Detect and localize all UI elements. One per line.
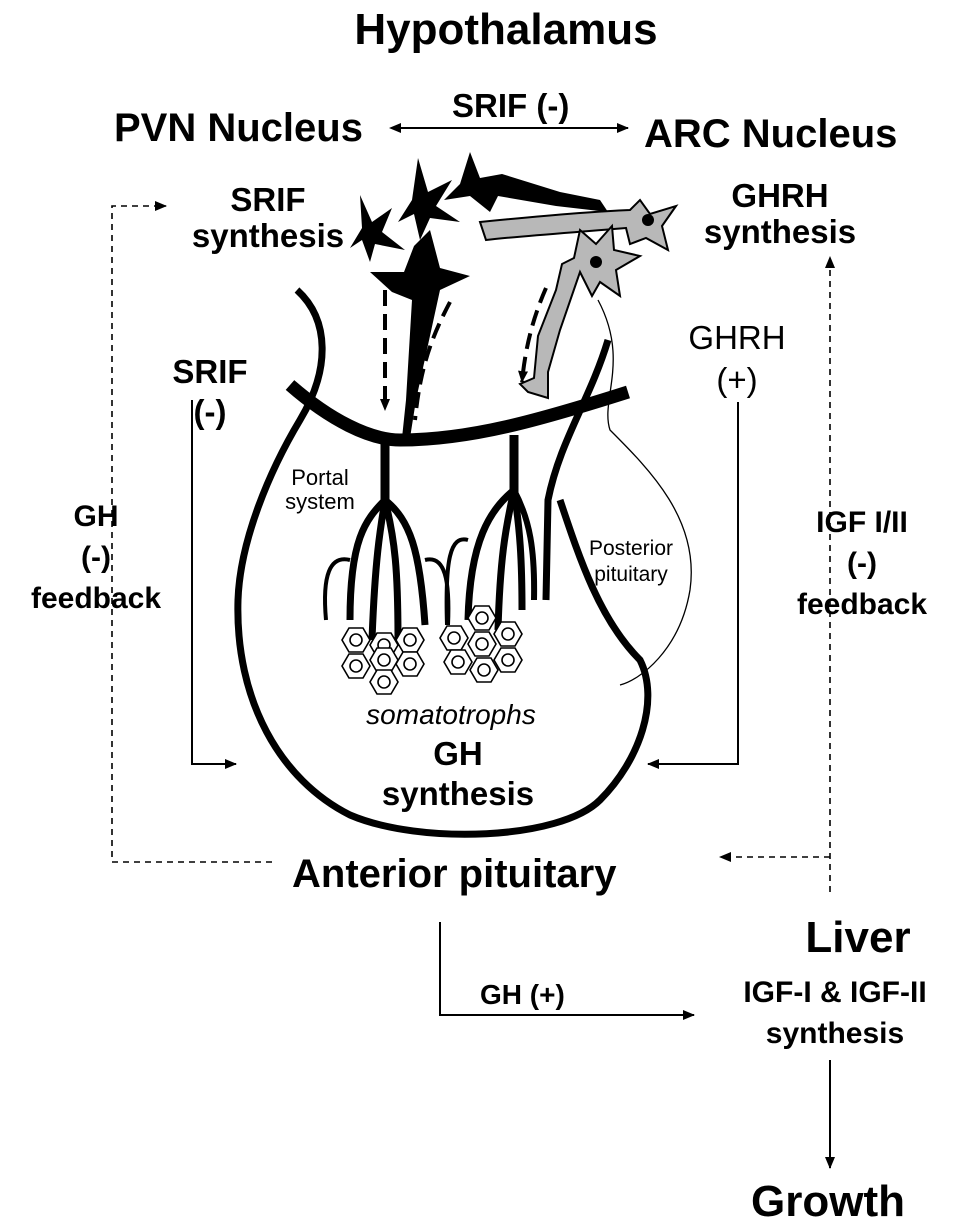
igf-feedback-line-3: feedback [768, 588, 955, 621]
posterior-pituitary-label: Posterior pituitary [566, 537, 696, 586]
gh-synthesis-line-2: synthesis [358, 776, 558, 812]
igf-feedback-line-1: IGF I/II [768, 506, 955, 539]
gh-synthesis-label: GH synthesis [358, 736, 558, 813]
portal-system-line-2: system [270, 490, 370, 514]
srif-synthesis-label: SRIF synthesis [178, 182, 358, 255]
growth-label: Growth [738, 1178, 918, 1226]
ghrh-stimulate-line-1: GHRH [672, 320, 802, 356]
srif-between-label: SRIF (-) [452, 88, 569, 124]
primary-capillary-plexus [290, 385, 628, 440]
ghrh-stimulate-label: GHRH (+) [672, 320, 802, 399]
gh-synthesis-line-1: GH [358, 736, 558, 772]
srif-inhibit-label: SRIF (-) [160, 354, 260, 431]
somatotrophs-label: somatotrophs [336, 700, 566, 731]
gh-feedback-label: GH (-) feedback [6, 500, 186, 615]
gh-to-liver-arrow [440, 922, 694, 1015]
srif-synthesis-line-2: synthesis [178, 218, 358, 254]
pvn-nucleus-label: PVN Nucleus [114, 106, 363, 150]
gh-feedback-line-1: GH [6, 500, 186, 533]
ghrh-synthesis-line-2: synthesis [690, 214, 870, 250]
ghrh-neuron-nucleus [590, 256, 602, 268]
hypothalamus-title: Hypothalamus [336, 6, 676, 54]
srif-synthesis-line-1: SRIF [178, 182, 358, 218]
arc-nucleus-label: ARC Nucleus [644, 112, 897, 156]
igf-feedback-label: IGF I/II (-) feedback [768, 506, 955, 621]
srif-inhibit-line-1: SRIF [160, 354, 260, 390]
ghrh-synthesis-label: GHRH synthesis [690, 178, 870, 251]
portal-system-line-1: Portal [270, 466, 370, 490]
gh-plus-label: GH (+) [480, 980, 565, 1011]
gh-feedback-line-2: (-) [6, 541, 186, 574]
ghrh-stimulate-line-2: (+) [672, 362, 802, 398]
gh-feedback-line-3: feedback [6, 582, 186, 615]
srif-inhibit-line-2: (-) [160, 394, 260, 430]
liver-label: Liver [788, 914, 928, 962]
somatotroph-cells [342, 606, 522, 694]
igf-feedback-line-2: (-) [768, 547, 955, 580]
portal-vessels-right [447, 435, 535, 630]
igf-synthesis-line-1: IGF-I & IGF-II [716, 976, 954, 1009]
anterior-pituitary-label: Anterior pituitary [292, 852, 616, 896]
ghrh-neurons [480, 200, 676, 398]
igf-synthesis-line-2: synthesis [716, 1017, 954, 1050]
srif-inhibition-arrow [192, 400, 236, 764]
igf-synthesis-label: IGF-I & IGF-II synthesis [716, 976, 954, 1050]
posterior-pituitary-line-2: pituitary [566, 563, 696, 586]
posterior-pituitary-line-1: Posterior [566, 537, 696, 560]
ghrh-synthesis-line-1: GHRH [690, 178, 870, 214]
portal-system-label: Portal system [270, 466, 370, 514]
ghrh-neuron-nucleus [642, 214, 654, 226]
